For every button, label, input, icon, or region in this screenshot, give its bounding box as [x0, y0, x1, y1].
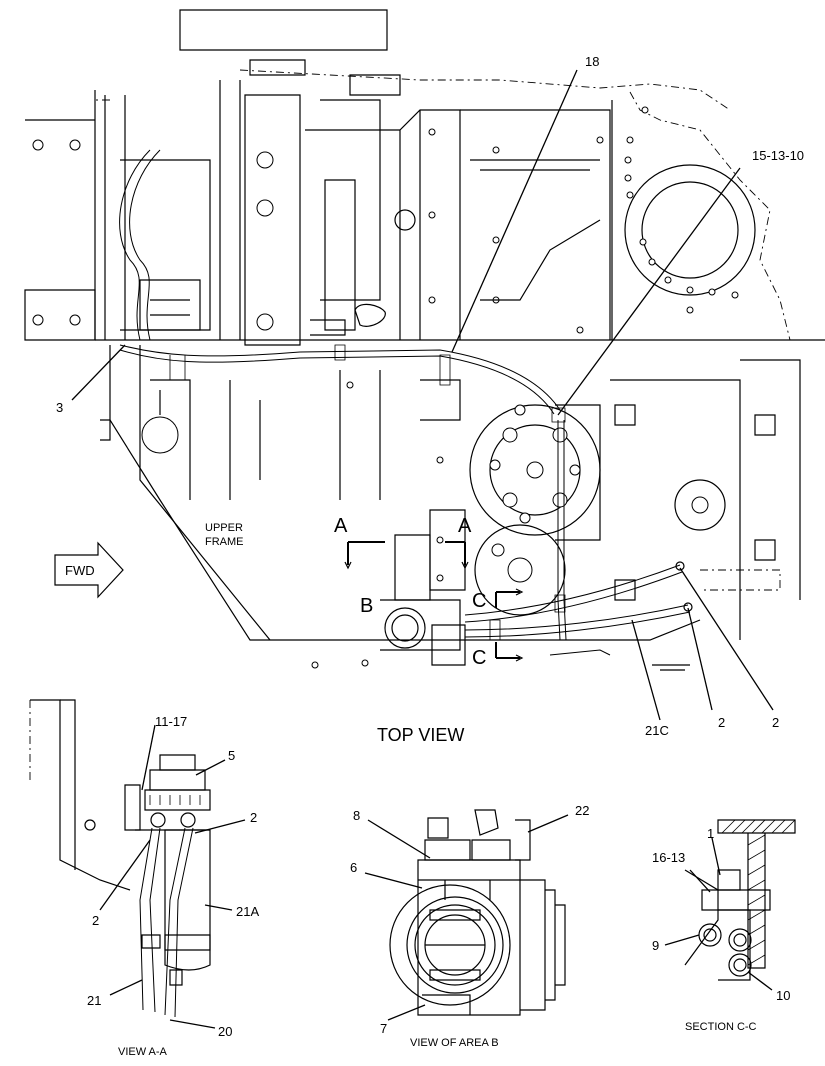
section-marker-c: C C — [472, 588, 524, 669]
upper-frame-label-2: FRAME — [205, 536, 244, 548]
fwd-arrow — [54, 541, 124, 599]
callout-1: 1 — [707, 826, 714, 841]
callout-10: 10 — [776, 988, 790, 1003]
callout-21: 21 — [87, 993, 101, 1008]
callout-2-top-a: 2 — [718, 715, 725, 730]
callout-5: 5 — [228, 748, 235, 763]
view-area-b-title: VIEW OF AREA B — [410, 1037, 499, 1049]
view-a-a: 11-17 5 2 2 21A 21 20 VIEW A-A — [29, 699, 259, 1058]
callout-21a: 21A — [236, 904, 259, 919]
callout-15-13-10: 15-13-10 — [752, 148, 804, 163]
callout-2-top-b: 2 — [772, 715, 779, 730]
callout-2-view-a-left: 2 — [92, 913, 99, 928]
upper-frame-label: UPPER — [205, 522, 243, 534]
section-a-right: A — [458, 515, 472, 537]
callout-22: 22 — [575, 803, 589, 818]
section-c-top: C — [472, 590, 486, 612]
top-view-title: TOP VIEW — [377, 725, 464, 745]
view-a-a-title: VIEW A-A — [118, 1046, 168, 1058]
callout-21c: 21C — [645, 723, 669, 738]
callout-6: 6 — [350, 860, 357, 875]
area-b-label: B — [360, 595, 373, 617]
section-c-c: 1 16-13 9 10 SECTION C-C — [652, 819, 796, 1033]
callout-20: 20 — [218, 1024, 232, 1039]
callout-3: 3 — [56, 400, 63, 415]
callout-18: 18 — [585, 54, 599, 69]
callout-11-17: 11-17 — [155, 714, 187, 729]
callout-16-13: 16-13 — [652, 850, 685, 865]
bolt-circle — [624, 106, 739, 314]
section-hatch — [721, 819, 796, 834]
fwd-label: FWD — [65, 563, 95, 578]
section-c-bottom: C — [472, 647, 486, 669]
callout-8: 8 — [353, 808, 360, 823]
callout-2-view-a-right: 2 — [250, 810, 257, 825]
callout-9: 9 — [652, 938, 659, 953]
section-a-left: A — [334, 515, 348, 537]
section-c-c-title: SECTION C-C — [685, 1021, 757, 1033]
view-area-b: 8 6 22 7 VIEW OF AREA B — [350, 803, 589, 1049]
callout-7: 7 — [380, 1021, 387, 1036]
top-view: FWD UPPER FRAME A A B C C 18 15-13-10 — [24, 9, 825, 745]
section-marker-a: A A — [334, 515, 472, 570]
